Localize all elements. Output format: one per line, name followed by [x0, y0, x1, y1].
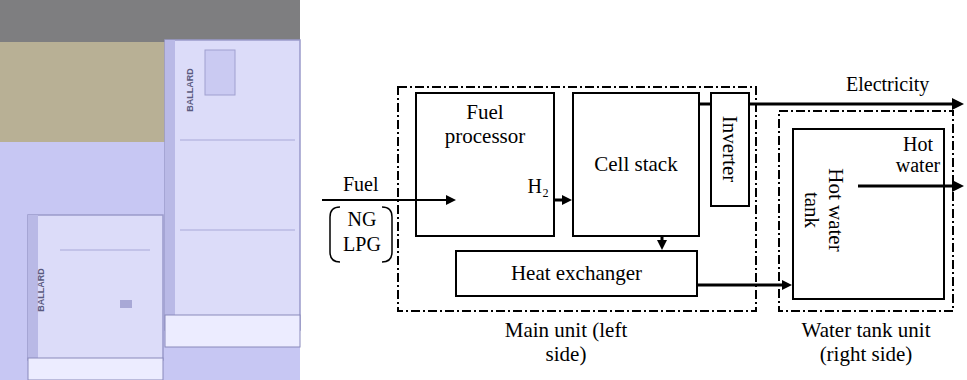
hot-water-line [858, 185, 955, 188]
photo-wall-top [0, 0, 300, 42]
brand-text: BALLARD [37, 255, 46, 325]
node-label: Cell stack [594, 152, 677, 176]
dash-dot-outline [398, 87, 756, 311]
node-label: Fuel processor [427, 100, 543, 148]
fuel-type: LPG [337, 234, 387, 255]
fuel-type: NG [341, 209, 383, 230]
dash-dot-outline [779, 111, 953, 311]
process-box: Fuel processor [415, 92, 555, 237]
output-label: Hot water [886, 134, 950, 176]
fuel-line [322, 199, 447, 201]
electricity-line [750, 103, 955, 106]
tall-unit-seam [180, 140, 295, 141]
fuel-arrowhead [446, 195, 456, 205]
brand-text: BALLARD [186, 55, 195, 125]
output-label: Electricity [846, 74, 961, 95]
left-bracket [330, 207, 340, 262]
small-unit-body [28, 215, 163, 360]
tall-unit-body [165, 40, 300, 330]
process-box: Heat exchanger [455, 250, 698, 297]
small-unit-seam [60, 250, 150, 251]
small-unit-base [28, 358, 163, 380]
process-box: Cell stack [572, 92, 700, 237]
flow-arrow [700, 103, 710, 106]
node-label: Inverter [718, 99, 742, 199]
tall-unit-panel [205, 50, 235, 95]
node-label: Heat exchanger [511, 261, 642, 285]
node-label: Main unit (left side) [501, 318, 631, 366]
right-bracket [382, 207, 392, 262]
arrowhead [657, 240, 667, 250]
flow-arrow [698, 284, 784, 287]
node-label: Water tank unit (right side) [791, 318, 941, 366]
tall-unit-seam [180, 230, 295, 231]
tall-unit-base [165, 315, 300, 347]
arrowhead [782, 280, 792, 290]
small-unit-button [120, 300, 132, 308]
input-label: Fuel [343, 174, 393, 195]
node-label: Hot water tank [800, 150, 848, 270]
unit-outline: Main unit (left side)Fuel processorCell … [397, 86, 757, 312]
process-box: Inverter [710, 92, 750, 207]
flow-label: H₂ [515, 176, 549, 197]
electricity-arrowhead [952, 98, 964, 110]
arrowhead [562, 195, 572, 205]
tall-unit-side [165, 40, 175, 330]
